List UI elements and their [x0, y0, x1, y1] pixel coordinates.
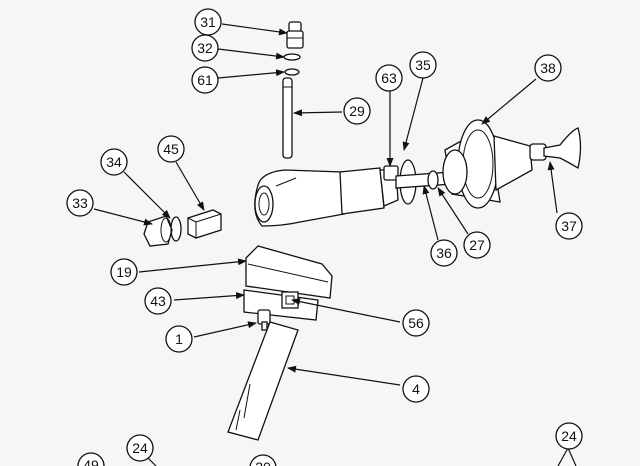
callout-label: 27	[469, 237, 485, 253]
callout-label: 38	[540, 60, 556, 76]
callout-43: 43	[144, 287, 172, 315]
part-32-o-ring	[283, 53, 301, 61]
part-27-ring	[427, 170, 439, 190]
callout-label: 4	[412, 381, 420, 397]
callout-label: 32	[197, 40, 213, 56]
callout-label: 19	[116, 264, 132, 280]
callout-label: 35	[415, 57, 431, 73]
callout-label: 24	[132, 440, 148, 456]
callout-label: 36	[436, 245, 452, 261]
callout-49: 49	[77, 452, 105, 466]
part-4-handle	[227, 321, 299, 441]
callout-label: 61	[197, 72, 213, 88]
callout-27: 27	[463, 231, 491, 259]
callout-label: 31	[200, 14, 216, 30]
callout-63: 63	[375, 64, 403, 92]
callout-45: 45	[157, 135, 185, 163]
callout-29: 29	[343, 97, 371, 125]
callout-33: 33	[66, 189, 94, 217]
part-56-slot	[281, 291, 299, 309]
callout-35: 35	[409, 51, 437, 79]
callout-label: 24	[561, 428, 577, 444]
callout-label: 1	[175, 331, 183, 347]
callout-label: 37	[561, 218, 577, 234]
callout-32: 32	[191, 34, 219, 62]
callout-label: 63	[381, 70, 397, 86]
leader-lines	[93, 23, 558, 386]
callout-label: 29	[349, 103, 365, 119]
part-29-tube	[282, 77, 293, 159]
callout-37: 37	[555, 212, 583, 240]
callout-1: 1	[165, 325, 193, 353]
callout-label: 56	[408, 315, 424, 331]
part-1-nozzle	[257, 309, 271, 331]
callout-label: 49	[83, 457, 99, 466]
callout-19: 19	[110, 258, 138, 286]
callout-38: 38	[534, 54, 562, 82]
part-33-cap	[143, 215, 173, 247]
callout-4: 4	[402, 375, 430, 403]
part-61-ring	[284, 68, 300, 76]
callout-label: 33	[72, 195, 88, 211]
part-45-block	[187, 209, 222, 239]
callout-31: 31	[194, 8, 222, 36]
callout-36: 36	[430, 239, 458, 267]
callout-24-right: 24	[555, 422, 583, 450]
callout-label: 20	[255, 459, 271, 466]
part-38-gear-housing	[442, 119, 533, 209]
part-34-ring	[170, 216, 182, 242]
partial-part-lines	[145, 447, 577, 466]
part-31-fitting	[286, 21, 304, 49]
callout-24-left: 24	[126, 434, 154, 462]
callout-label: 45	[163, 141, 179, 157]
part-19-collar	[245, 245, 333, 299]
callout-label: 34	[106, 154, 122, 170]
main-housing	[254, 167, 399, 227]
callout-56: 56	[402, 309, 430, 337]
callout-label: 43	[150, 293, 166, 309]
callout-61: 61	[191, 66, 219, 94]
callout-34: 34	[100, 148, 128, 176]
part-37-knob	[529, 127, 582, 170]
callout-20: 20	[249, 454, 277, 466]
